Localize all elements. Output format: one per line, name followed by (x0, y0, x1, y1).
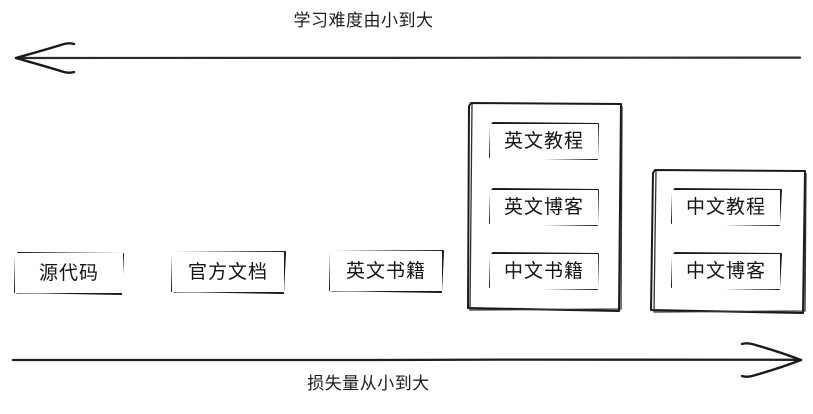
difficulty-axis-arrow (14, 42, 802, 74)
node-english-tutorial[interactable]: 英文教程 (490, 124, 598, 159)
node-english-blog[interactable]: 英文博客 (490, 190, 598, 225)
node-english-books[interactable]: 英文书籍 (330, 251, 442, 291)
node-official-docs[interactable]: 官方文档 (172, 252, 284, 292)
loss-axis-arrow (11, 342, 803, 378)
node-chinese-books[interactable]: 中文书籍 (490, 254, 598, 289)
node-chinese-tutorial[interactable]: 中文教程 (672, 190, 780, 225)
difficulty-axis-label: 学习难度由小到大 (293, 11, 434, 31)
node-chinese-blog[interactable]: 中文博客 (672, 254, 780, 289)
node-source-code[interactable]: 源代码 (15, 253, 123, 293)
loss-axis-label: 损失量从小到大 (307, 374, 430, 394)
